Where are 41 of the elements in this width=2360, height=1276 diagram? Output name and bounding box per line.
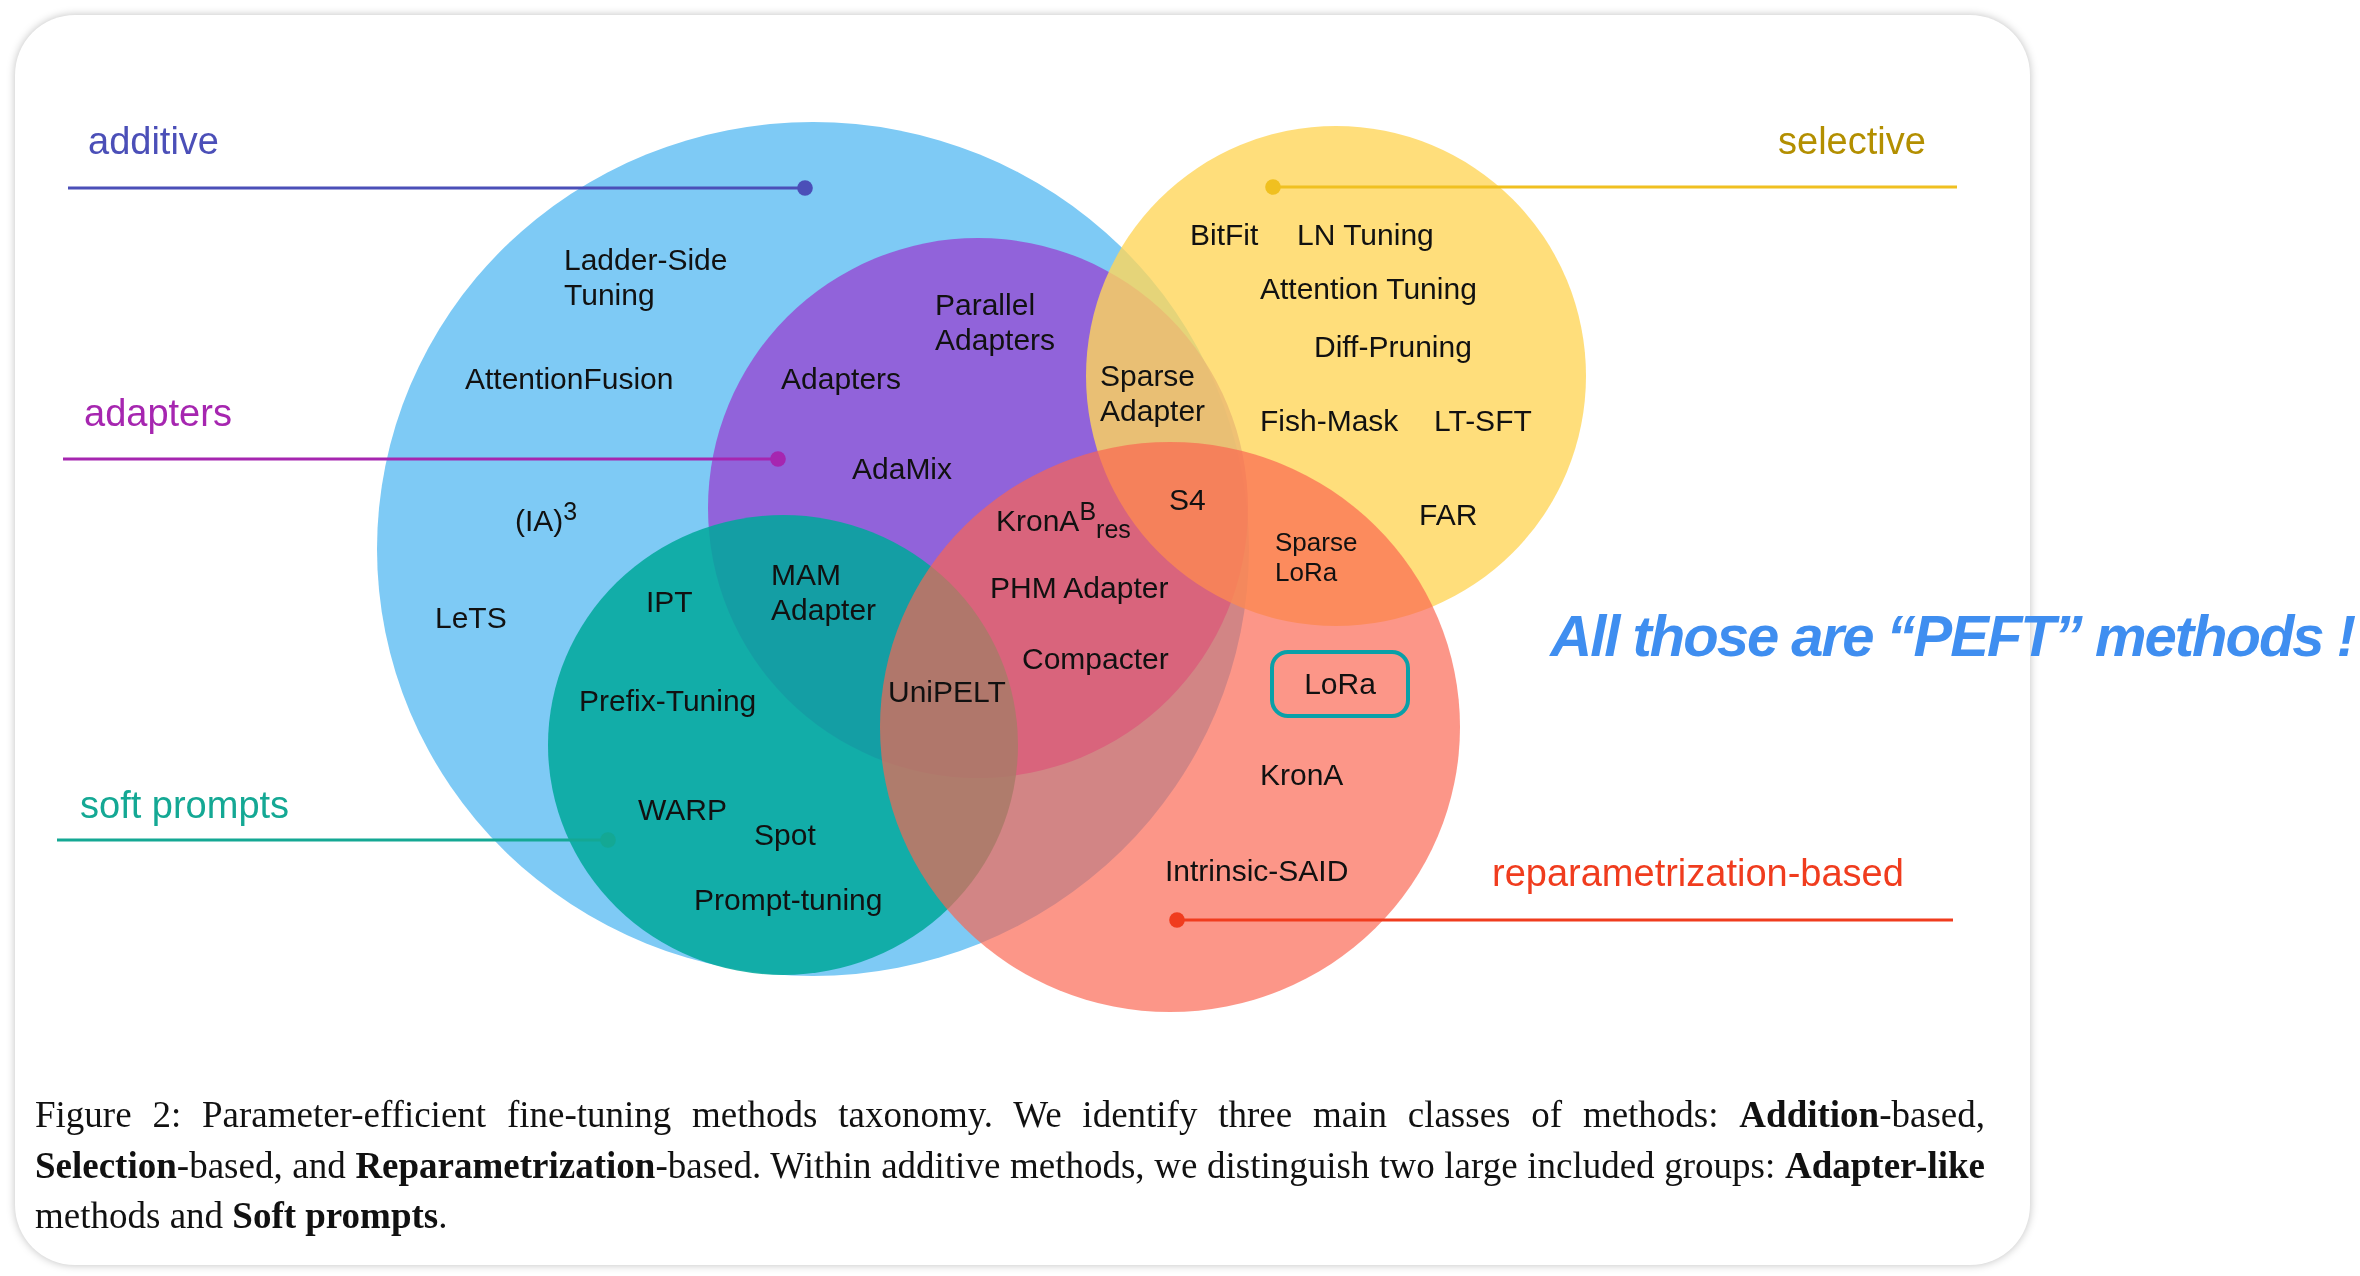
method-name: KronA — [1260, 758, 1344, 793]
method-name: LN Tuning — [1297, 218, 1434, 253]
category-label: additive — [88, 121, 219, 163]
leader-line — [1265, 179, 1957, 195]
method-name: Fish-Mask — [1260, 404, 1399, 439]
method-name: BitFit — [1190, 218, 1259, 253]
method-name: WARP — [638, 793, 727, 828]
method-name: Sparse LoRa — [1275, 528, 1359, 588]
leader-line — [57, 832, 616, 848]
category-label: reparametrization-based — [1492, 853, 1904, 895]
method-name: LeTS — [435, 601, 507, 636]
method-name: Parallel Adapters — [935, 288, 1057, 357]
category-label: soft prompts — [80, 785, 290, 827]
method-name: FAR — [1419, 498, 1478, 533]
method-name: S4 — [1169, 483, 1206, 518]
method-name: AdaMix — [852, 452, 953, 487]
method-name: Spot — [754, 818, 816, 853]
method-name: AttentionFusion — [465, 362, 674, 397]
leader-line — [63, 451, 786, 467]
method-name: Prefix-Tuning — [579, 684, 757, 719]
method-name: IPT — [646, 585, 693, 620]
method-name: Intrinsic-SAID — [1165, 854, 1349, 889]
category-label: selective — [1778, 121, 1926, 163]
method-name: Prompt-tuning — [694, 883, 883, 918]
method-name: LT-SFT — [1434, 404, 1532, 439]
method-name: MAM Adapter — [771, 558, 878, 627]
method-name: PHM Adapter — [990, 571, 1169, 606]
method-name: Adapters — [781, 362, 902, 397]
method-name: Diff-Pruning — [1314, 330, 1472, 365]
method-name: (IA)$^{3}$ — [515, 497, 578, 539]
highlight-box: LoRa — [1270, 650, 1410, 718]
leader-line — [1169, 912, 1953, 928]
figure-caption: Figure 2: Parameter-efficient fine-tuning methods taxonomy. We identify three main classes of methods: Addition-based, Selection-based, and Reparametrization-based. Within additive methods, we distinguish two large included groups: Adapter-like methods and Soft prompts. — [35, 1093, 1985, 1239]
category-label: adapters — [84, 393, 232, 435]
method-name: Ladder-Side Tuning — [564, 243, 729, 312]
method-name: UniPELT — [888, 675, 1006, 710]
method-name: Compacter — [1022, 642, 1169, 677]
annotation-text: All those are “PEFT” methods ! — [1550, 603, 2354, 670]
method-name: Sparse Adapter — [1100, 359, 1207, 428]
method-name: Attention Tuning — [1260, 272, 1477, 307]
leader-line — [68, 180, 813, 196]
